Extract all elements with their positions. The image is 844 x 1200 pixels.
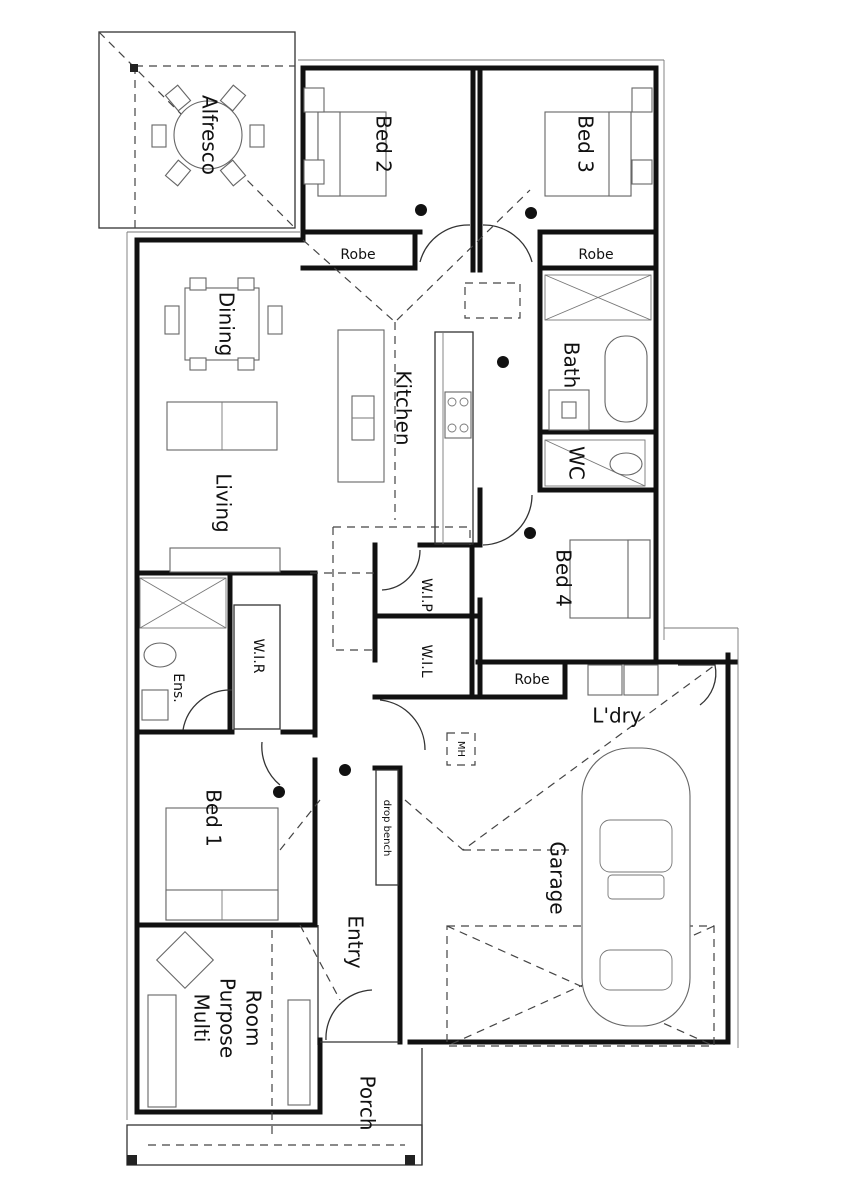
label-wip: W.I.P	[418, 578, 434, 612]
alfresco-table	[151, 84, 265, 187]
kitchen-island	[337, 329, 385, 483]
label-drop-bench: drop bench	[381, 800, 392, 857]
label-ens: Ens.	[170, 673, 186, 702]
laundry-fixtures	[587, 664, 659, 696]
ensuite-fixtures	[139, 577, 227, 721]
label-robe-bed-3: Robe	[578, 247, 613, 263]
cooktop	[444, 391, 472, 439]
label-bed-1: Bed 1	[202, 789, 226, 847]
label-wil: W.I.L	[418, 644, 434, 677]
bed-4-furniture	[569, 539, 651, 619]
label-wc: WC	[565, 446, 589, 480]
dining-table	[164, 277, 283, 371]
label-purpose: Purpose	[216, 978, 240, 1058]
label-bath: Bath	[560, 342, 584, 389]
ceiling-lights	[273, 204, 537, 798]
tv-unit	[169, 547, 281, 573]
label-room: Room	[242, 990, 266, 1047]
label-laundry: L'dry	[592, 704, 642, 728]
multi-purpose-furniture	[147, 930, 311, 1108]
alfresco-area	[98, 31, 296, 229]
label-entry: Entry	[344, 915, 368, 968]
label-living: Living	[212, 473, 236, 532]
label-multi: Multi	[190, 994, 214, 1043]
bed-1-furniture	[165, 807, 279, 921]
car-icon	[581, 747, 691, 1027]
sofa	[166, 401, 278, 451]
label-garage: Garage	[546, 841, 570, 914]
label-wir: W.I.R	[250, 639, 266, 674]
label-kitchen: Kitchen	[392, 370, 416, 445]
label-mh: MH	[455, 741, 466, 757]
bath-fixtures	[544, 274, 652, 487]
label-bed-3: Bed 3	[574, 115, 598, 173]
bed-3-furniture	[544, 87, 653, 197]
bed-2-furniture	[303, 87, 387, 197]
label-bed-2: Bed 2	[372, 115, 396, 173]
label-robe-bed-2: Robe	[340, 247, 375, 263]
label-robe-bed-4: Robe	[514, 672, 549, 688]
manhole-hatch	[446, 732, 476, 766]
doors	[182, 224, 717, 1041]
label-alfresco: Alfresco	[198, 95, 222, 175]
dashed-lines	[239, 189, 716, 1140]
label-bed-4: Bed 4	[552, 549, 576, 607]
label-porch: Porch	[356, 1075, 380, 1130]
walls	[126, 59, 739, 1166]
label-dining: Dining	[215, 292, 239, 357]
